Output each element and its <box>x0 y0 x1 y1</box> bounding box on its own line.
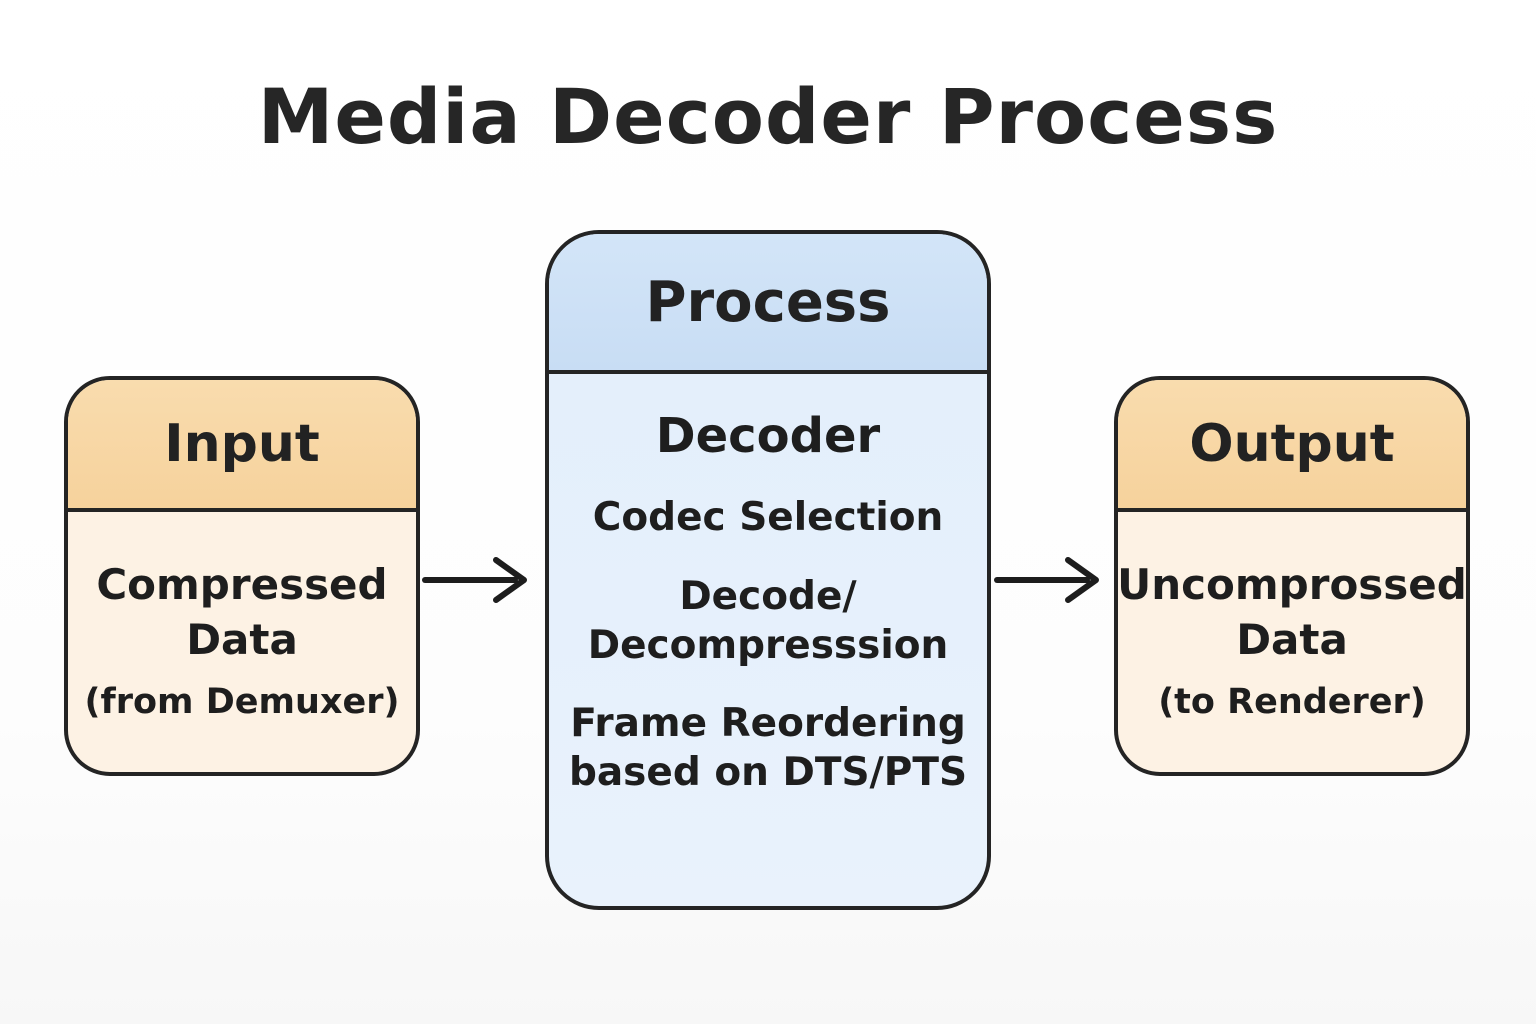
input-box-header: Input <box>68 380 416 512</box>
input-main-text: Compressed Data <box>96 560 388 664</box>
process-box: Process Decoder Codec Selection Decode/ … <box>545 230 991 910</box>
process-step-frame-reordering: Frame Reordering based on DTS/PTS <box>568 701 968 795</box>
output-box: Output Uncomprossed Data (to Renderer) <box>1114 376 1470 776</box>
process-step-decode-decompression: Decode/ Decompresssion <box>587 573 949 668</box>
diagram-title: Media Decoder Process <box>257 72 1279 161</box>
process-box-title: Process <box>645 269 891 335</box>
input-box-title: Input <box>164 414 320 474</box>
process-subtitle: Decoder <box>655 408 881 464</box>
input-box: Input Compressed Data (from Demuxer) <box>64 376 420 776</box>
process-box-body: Decoder Codec Selection Decode/ Decompre… <box>549 374 987 902</box>
output-box-body: Uncomprossed Data (to Renderer) <box>1118 512 1466 768</box>
input-box-body: Compressed Data (from Demuxer) <box>68 512 416 768</box>
input-sub-text: (from Demuxer) <box>84 681 400 722</box>
arrow-process-to-output <box>994 557 1099 603</box>
output-box-title: Output <box>1189 414 1395 474</box>
process-step-codec-selection: Codec Selection <box>592 495 944 540</box>
output-sub-text: (to Renderer) <box>1158 681 1426 722</box>
arrow-input-to-process <box>422 557 527 603</box>
output-box-header: Output <box>1118 380 1466 512</box>
process-box-header: Process <box>549 234 987 374</box>
output-main-text: Uncomprossed Data <box>1117 560 1467 664</box>
